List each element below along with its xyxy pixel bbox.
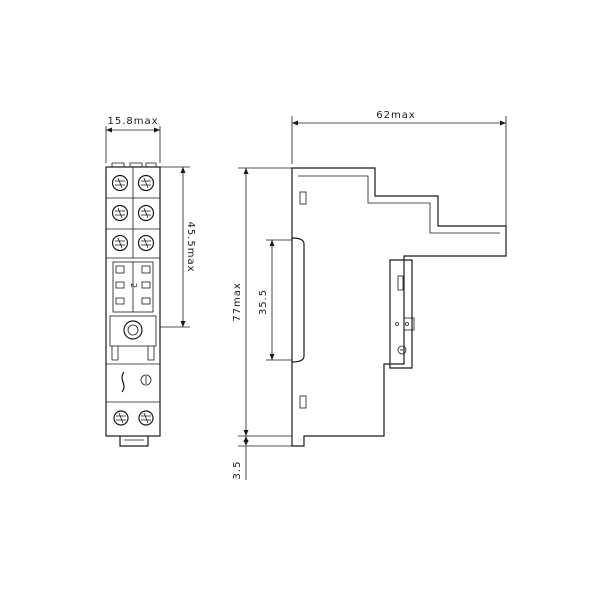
bottom-screw-icon: [113, 410, 129, 426]
side-view: [291, 167, 507, 447]
front-height-label: 45.5max: [185, 221, 196, 272]
front-width-label: 15.8max: [107, 116, 158, 127]
front-width-dimension: [105, 126, 161, 163]
retaining-plate: [389, 259, 413, 369]
retaining-clip-icon: [121, 371, 125, 393]
side-body-outline: [291, 167, 507, 447]
mounting-hole-icon: [123, 320, 143, 340]
rail-pitch-dimension: [266, 239, 292, 361]
front-bottom-foot: [119, 436, 149, 447]
side-slot-top: [299, 191, 307, 205]
side-height-dimension: [238, 167, 292, 437]
rail-pitch-label: 35.5: [258, 289, 269, 315]
side-slot-bottom: [299, 395, 307, 409]
mounting-window: [109, 315, 157, 347]
terminal-block-rows: [106, 167, 160, 259]
socket-contacts: [112, 261, 154, 313]
side-height-label: 77max: [232, 282, 243, 322]
latch-slots: [111, 346, 155, 361]
front-height-dimension: [160, 166, 190, 328]
plate-screw-icon: [397, 345, 407, 355]
din-rail-clip: [291, 237, 305, 363]
front-view: 2: [105, 162, 161, 447]
side-width-label: 62max: [376, 110, 416, 121]
side-width-dimension: [291, 116, 507, 226]
front-marking-label: 2: [129, 283, 138, 289]
terminal-screw-icon: [111, 174, 155, 252]
rail-offset-dimension: [238, 436, 292, 480]
front-top-tabs: [111, 162, 157, 167]
rail-offset-label: 3.5: [232, 461, 243, 480]
